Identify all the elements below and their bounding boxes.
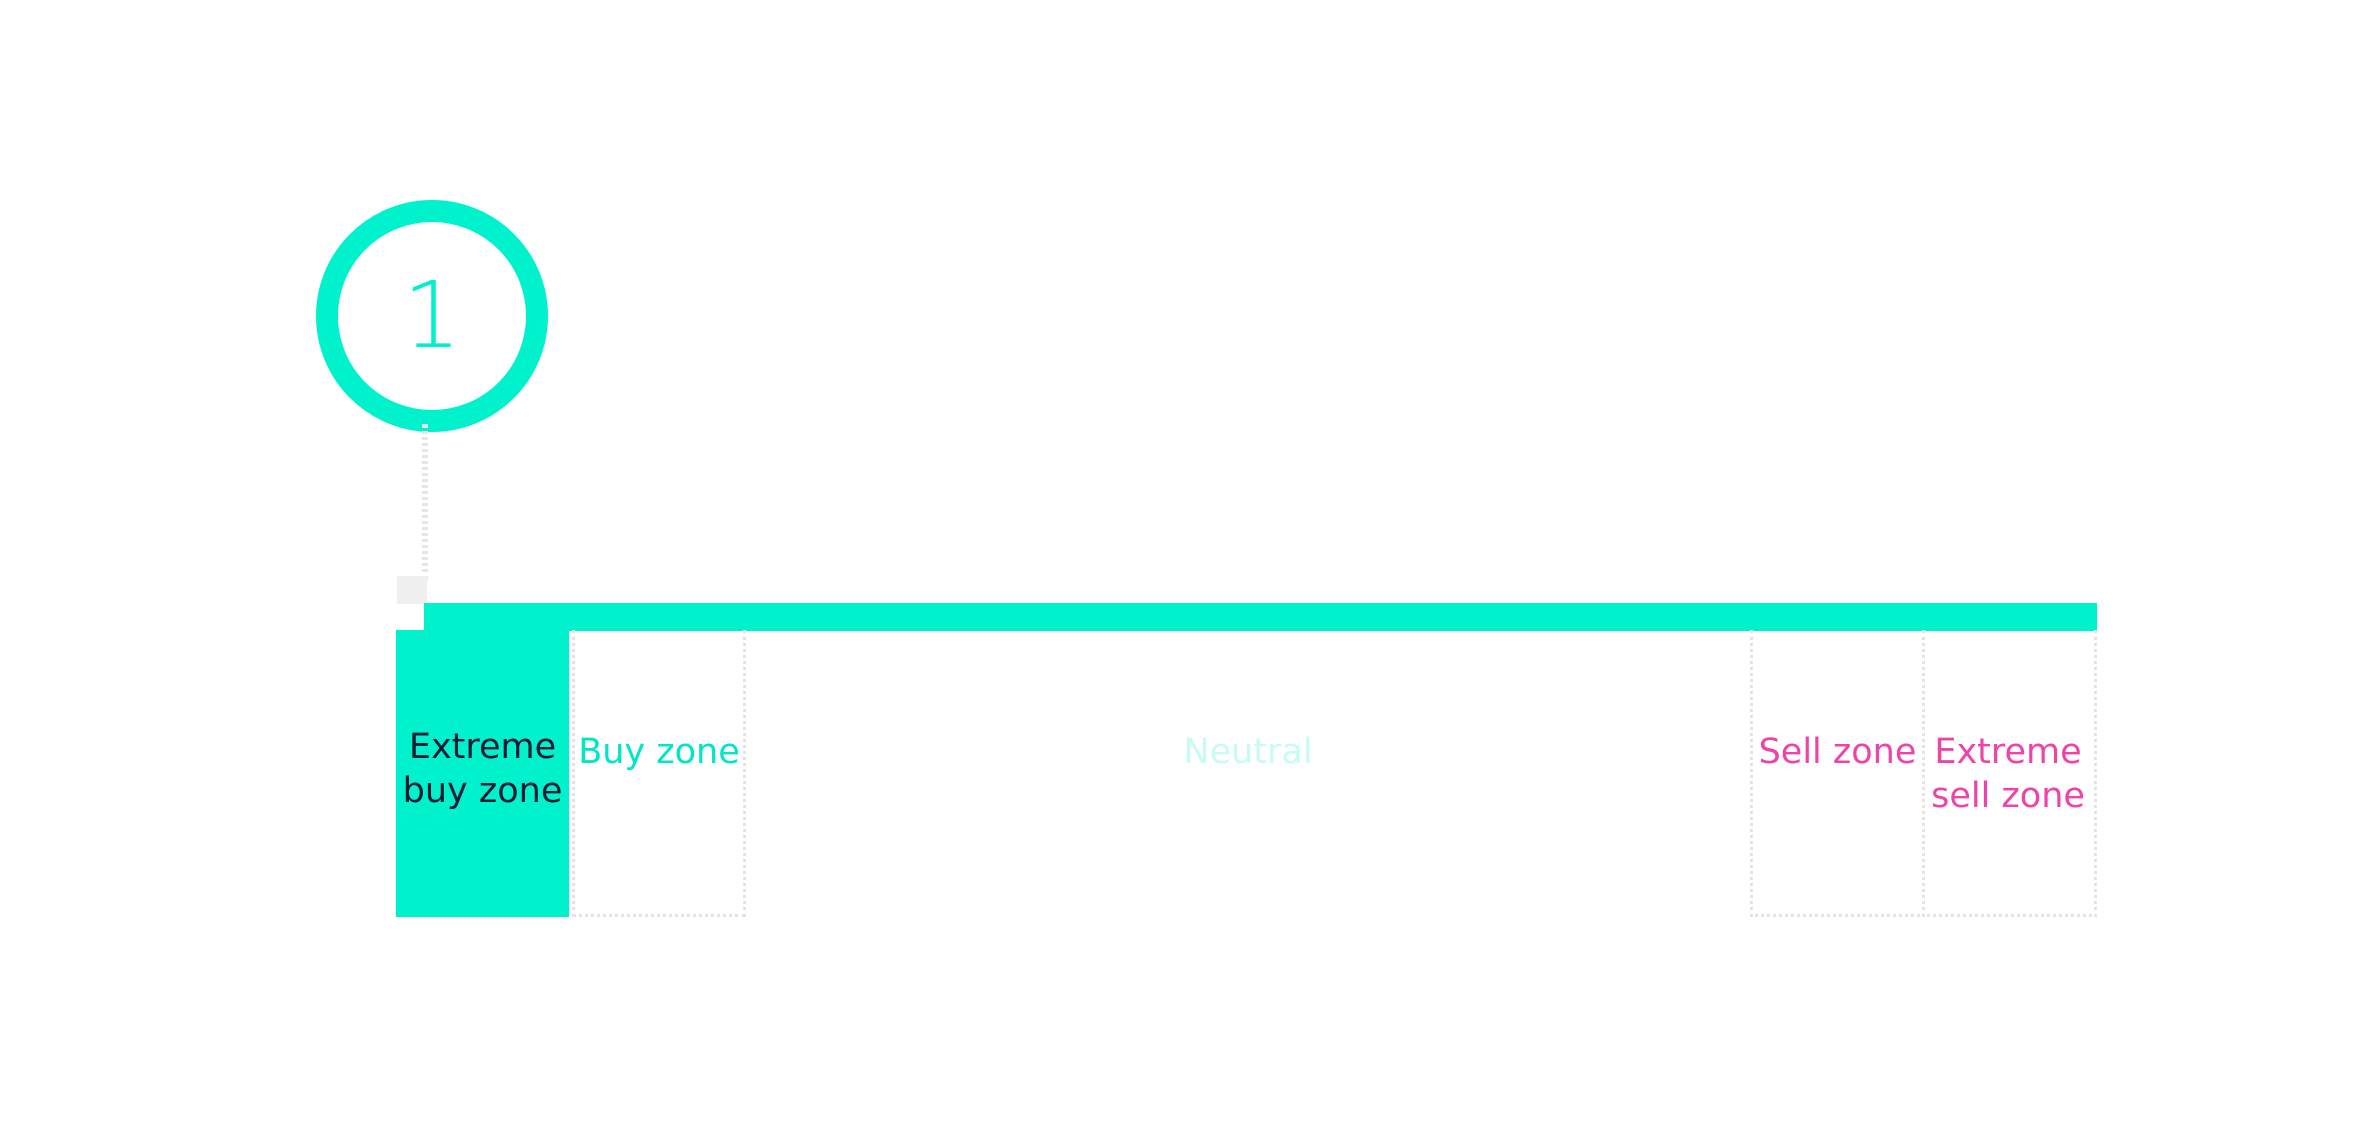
zone-neutral: Neutral — [746, 630, 1750, 917]
zone-extreme-buy-label-line2: buy zone — [402, 771, 563, 811]
step-connector-line — [422, 424, 428, 580]
zone-extreme-buy-label-line1: Extreme — [408, 727, 557, 767]
step-indicator-circle: 1 — [316, 200, 548, 432]
zone-extreme-sell: Extreme sell zone — [1922, 630, 2097, 917]
position-marker — [397, 576, 427, 604]
zone-buy: Buy zone — [572, 630, 746, 917]
zone-neutral-label: Neutral — [1183, 732, 1313, 772]
zone-extreme-sell-label-line2: sell zone — [1931, 776, 2085, 816]
zone-sell: Sell zone — [1750, 630, 1925, 917]
zone-extreme-sell-label-line1: Extreme — [1934, 732, 2082, 772]
zone-extreme-buy-label: Extreme buy zone — [396, 725, 569, 813]
step-number: 1 — [402, 262, 462, 369]
zone-buy-label: Buy zone — [578, 732, 740, 772]
zone-sell-label: Sell zone — [1758, 732, 1917, 772]
zone-extreme-buy: Extreme buy zone — [396, 630, 569, 917]
zone-extreme-sell-label: Extreme sell zone — [1922, 730, 2094, 818]
zone-track-bar — [424, 603, 2097, 631]
